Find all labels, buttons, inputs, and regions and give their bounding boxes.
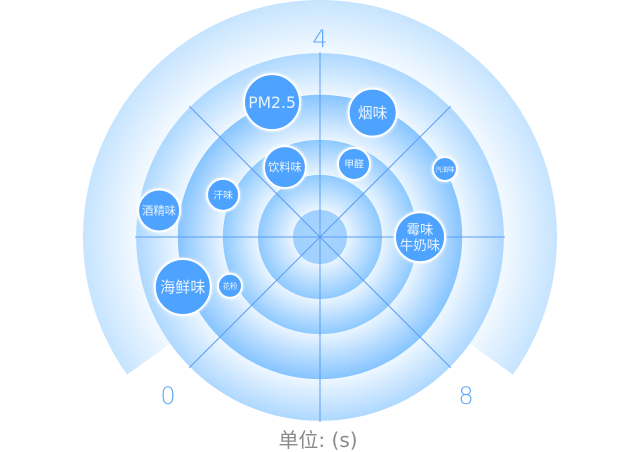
spoke-line (188, 236, 321, 369)
bubble-label: 汽油味 (435, 164, 455, 173)
bubble-circle (347, 87, 398, 138)
angular-tick-label-0: 0 (160, 382, 175, 410)
bubble-label: 牛奶味 (400, 238, 441, 254)
bubble[interactable]: 饮料味 (262, 145, 307, 190)
bubble-label: 花粉 (223, 281, 238, 290)
bubble[interactable]: 海鲜味 (153, 257, 212, 316)
bubble-label: 烟味 (358, 104, 388, 122)
bubble[interactable]: 花粉 (216, 272, 243, 299)
bubble-circle (431, 155, 458, 182)
bubble-circle (243, 73, 302, 132)
bubble-circle (216, 272, 243, 299)
bubble[interactable]: 汗味 (206, 177, 241, 212)
bubble-label: 汗味 (213, 188, 233, 201)
bubble-label: 酒精味 (142, 205, 176, 218)
bubbles: PM2.5烟味饮料味甲醛汽油味汗味酒精味霉味牛奶味海鲜味花粉 (137, 73, 458, 316)
bubble-label: 饮料味 (268, 160, 302, 174)
bubble[interactable]: 甲醛 (337, 146, 372, 181)
bubble-label: 霉味 (407, 222, 434, 238)
bubble-label: PM2.5 (248, 94, 296, 112)
spoke-grid (135, 52, 505, 422)
bubble[interactable]: 酒精味 (137, 188, 182, 233)
bubble-label: 海鲜味 (160, 278, 205, 296)
bubble-circle (153, 257, 212, 316)
bubble-circle (137, 188, 182, 233)
angular-tick-label-8: 8 (458, 382, 473, 410)
spoke-line (188, 105, 321, 238)
bubble-circle (337, 146, 372, 181)
unit-label: 单位: (s) (278, 428, 357, 452)
bubble-label: 甲醛 (344, 158, 364, 171)
bubble-circle (206, 177, 241, 212)
bubble[interactable]: PM2.5 (243, 73, 302, 132)
bubble-circle (262, 145, 307, 190)
spoke-line (319, 236, 452, 369)
bubble[interactable]: 烟味 (347, 87, 398, 138)
bubble[interactable]: 汽油味 (431, 155, 458, 182)
angular-tick-label-4: 4 (312, 25, 327, 53)
spoke-line (319, 105, 452, 238)
bubble-circle (394, 211, 447, 264)
